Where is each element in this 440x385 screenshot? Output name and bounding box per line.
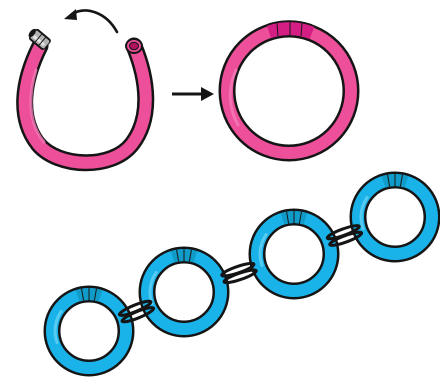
- open-pink-tube: [25, 26, 146, 163]
- tube-open-end: [125, 38, 143, 54]
- open-tube-body: [25, 46, 146, 163]
- chain-link-icon: [326, 223, 363, 247]
- blue-ring-chain: [52, 173, 432, 368]
- right-arrow-icon: [172, 87, 214, 101]
- curved-arrow-icon: [64, 9, 117, 32]
- blue-ring: [257, 210, 331, 291]
- blue-ring: [147, 248, 221, 329]
- closed-pink-ring: [227, 21, 351, 153]
- chain-link-icon: [221, 261, 258, 285]
- blue-ring: [52, 287, 126, 368]
- blue-ring: [358, 173, 432, 254]
